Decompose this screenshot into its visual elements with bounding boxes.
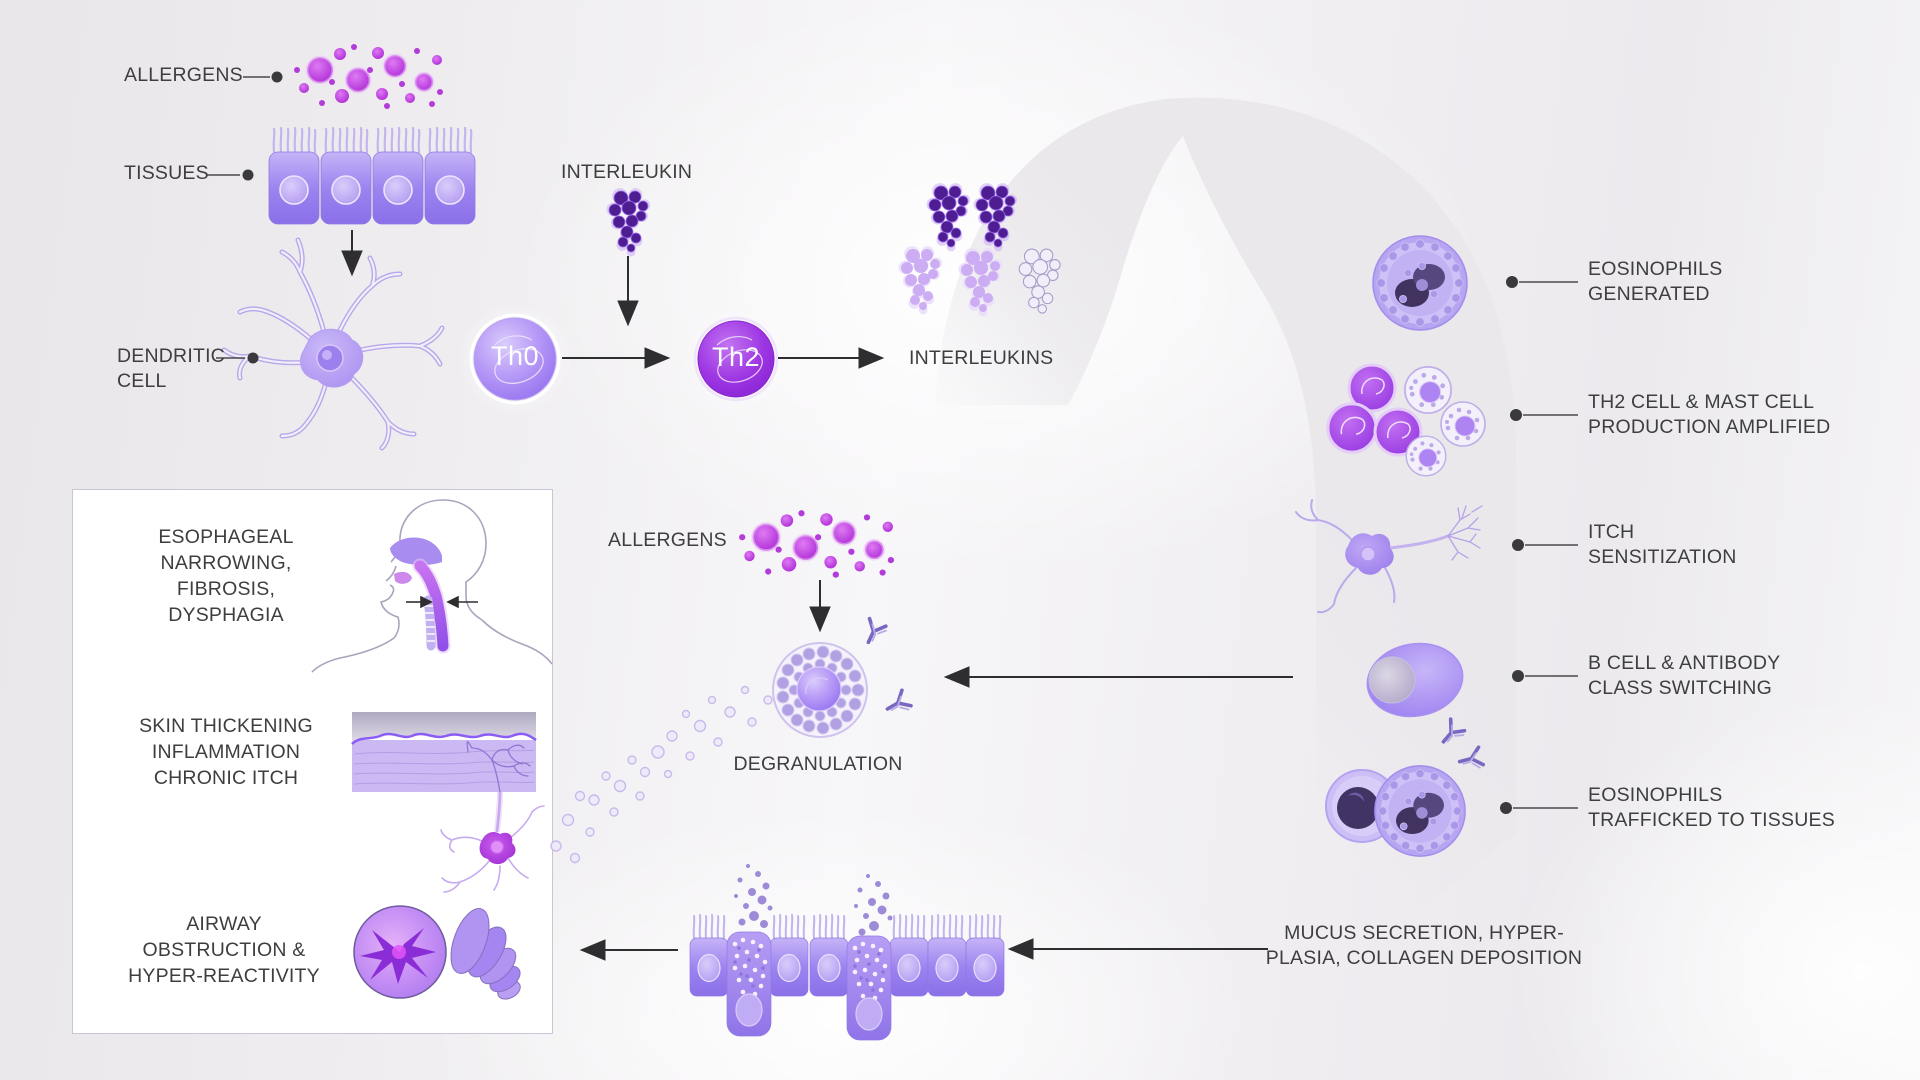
eosinophil-pair-icon — [1325, 765, 1466, 857]
degranulation-label: DEGRANULATION — [733, 753, 903, 775]
allergens-label: ALLERGENS — [124, 64, 243, 86]
cascade-label-eosinophils-generated: EOSINOPHILS GENERATED — [1588, 258, 1723, 305]
interleukins-label: INTERLEUKINS — [909, 347, 1054, 369]
outcome-label-esophageal: ESOPHAGEAL NARROWING, FIBROSIS, DYSPHAGI… — [158, 526, 294, 626]
esophagus-narrowing-icon — [311, 499, 553, 673]
th2-label: Th2 — [711, 342, 761, 372]
bronchiole-icon — [353, 905, 521, 1000]
th2-cell-icon — [682, 305, 790, 413]
dendritic-cell-label: DENDRITIC CELL — [117, 345, 225, 392]
tissue-effects-label: MUCUS SECRETION, HYPER- PLASIA, COLLAGEN… — [1265, 922, 1583, 969]
tissues-label: TISSUES — [124, 162, 209, 184]
interleukin-label: INTERLEUKIN — [561, 161, 693, 183]
outcome-label-skin: SKIN THICKENING INFLAMMATION CHRONIC ITC… — [139, 715, 313, 789]
flow-arrows — [341, 230, 1293, 961]
allergens-mid-label: ALLERGENS — [608, 529, 727, 551]
eosinophil-icon — [1372, 235, 1468, 331]
granule-spray — [550, 685, 773, 864]
leader-lines — [207, 71, 1578, 814]
cascade-label-th2-mast-amplified: TH2 CELL & MAST CELL PRODUCTION AMPLIFIE… — [1588, 391, 1831, 438]
interleukin-molecule-icon — [606, 188, 651, 257]
outcome-label-airway: AIRWAY OBSTRUCTION & HYPER-REACTIVITY — [128, 913, 320, 987]
th0-label: Th0 — [490, 341, 540, 371]
b-cell-antibody-icon — [1366, 642, 1486, 775]
dendritic-cell-icon — [221, 237, 445, 451]
mucus-epithelium-icon — [689, 864, 1005, 1041]
allergen-cluster-icon — [292, 42, 445, 111]
skin-cross-section-icon — [351, 712, 545, 893]
cascade-label-itch-sensitization: ITCH SENSITIZATION — [1588, 521, 1737, 568]
allergen-cluster-mid-icon — [737, 508, 896, 580]
mast-cell-icon — [772, 616, 914, 738]
cascade-label-eosinophils-trafficked: EOSINOPHILS TRAFFICKED TO TISSUES — [1588, 784, 1835, 831]
cascade-label-bcell-class-switching: B CELL & ANTIBODY CLASS SWITCHING — [1588, 652, 1781, 699]
itch-neuron-icon — [1295, 499, 1483, 614]
th0-cell-icon — [457, 301, 573, 417]
tissue-epithelium-icon — [267, 126, 477, 226]
cascade-band-arrow — [935, 97, 1516, 916]
